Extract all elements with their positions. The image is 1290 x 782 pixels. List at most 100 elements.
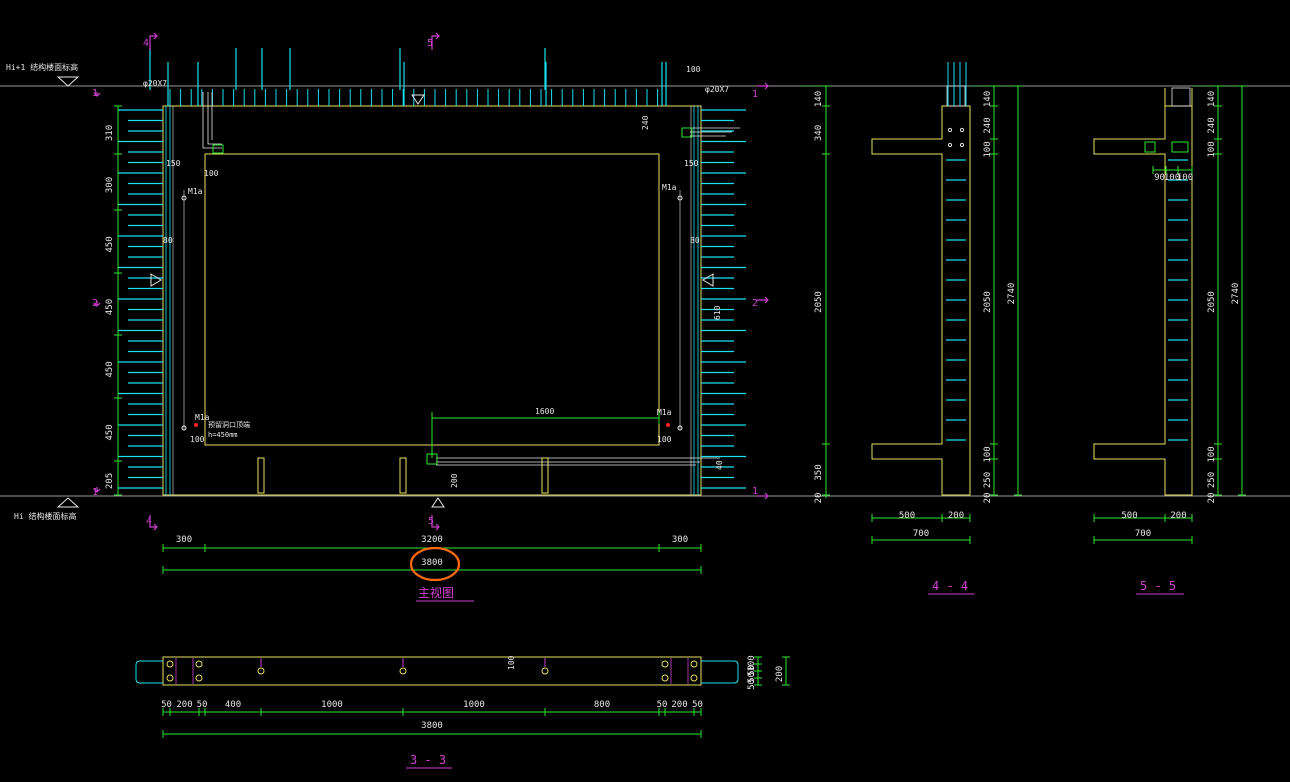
note-label: h=450mm	[208, 431, 238, 439]
dim-value: 400	[225, 700, 241, 710]
opening-outline	[204, 153, 660, 446]
m-label: M1a	[195, 413, 210, 422]
section-mark-d: 1	[92, 487, 98, 498]
level-bottom-label: Hi 结构楼面标高	[14, 511, 76, 521]
dim-value: 200	[1170, 511, 1186, 521]
section-4-4-rebar-ticks	[946, 159, 966, 441]
section-mark-d: 1	[752, 486, 758, 497]
level-lines: Hi+1 结构楼面标高 Hi 结构楼面标高	[0, 62, 1290, 521]
dim-value: 200	[775, 666, 785, 682]
bar-circle	[257, 667, 265, 675]
dim-1600: 1600	[535, 407, 554, 416]
dim-label: 40	[715, 460, 724, 470]
dim-value: 50	[747, 679, 757, 690]
dim-value: 20	[983, 493, 993, 504]
dim-value: 50	[197, 700, 208, 710]
dim-value: 500	[899, 511, 915, 521]
view-title-main: 主视图	[418, 585, 454, 600]
bar-label-left: φ20X7	[143, 79, 167, 88]
section-mark-b: 5	[428, 516, 434, 527]
dim-value: 200	[948, 511, 964, 521]
dim-value: 50	[747, 672, 757, 683]
red-marker	[194, 423, 198, 427]
dim-value: 2050	[1207, 291, 1217, 313]
section-3-3-bars	[166, 658, 698, 684]
bar-circle	[541, 667, 549, 675]
dim-value: 100	[1177, 173, 1193, 183]
section-mark-a: 4	[146, 516, 152, 527]
section-outline	[871, 105, 971, 496]
dim-value: 450	[105, 424, 115, 440]
dim-value: 300	[176, 535, 192, 545]
dim-value: 100	[983, 446, 993, 462]
highlight-circle[interactable]	[409, 546, 461, 582]
dim-label: 100	[657, 435, 672, 444]
red-marker	[666, 423, 670, 427]
dim-value: 2740	[1007, 283, 1017, 305]
triangle-mark	[411, 94, 425, 105]
main-view: φ20X7 φ20X7 100 240 150 150 100 M1a M1a …	[92, 32, 769, 602]
dim-value: 2740	[1231, 283, 1241, 305]
bar-label-right: φ20X7	[705, 85, 729, 94]
dim-value: 205	[105, 473, 115, 489]
corbel-box-left	[212, 144, 224, 154]
dim-value: 2050	[983, 291, 993, 313]
dim-label: 100	[204, 169, 219, 178]
m-label: M1a	[657, 408, 672, 417]
dim-value: 250	[983, 472, 993, 488]
dim-label: 200	[450, 473, 459, 488]
dim-value: 50	[657, 700, 668, 710]
dim-value: 250	[1207, 472, 1217, 488]
dim-value: 450	[105, 236, 115, 252]
m-label: M1a	[662, 183, 677, 192]
dim-label: 150	[166, 159, 181, 168]
lifting-anchors	[257, 457, 549, 494]
wall-outline	[162, 105, 702, 496]
dim-value: 140	[814, 91, 824, 107]
dim-value: 20	[1207, 493, 1217, 504]
dim-value: 350	[814, 464, 824, 480]
dim-label: 100	[507, 655, 516, 670]
dim-label: 150	[684, 159, 699, 168]
dim-value: 300	[105, 177, 115, 193]
bar-circle	[166, 674, 174, 682]
view-title-4-4: 4 - 4	[932, 579, 968, 593]
dim-value: 20	[814, 493, 824, 504]
dim-value: 100	[1164, 173, 1180, 183]
bar-circle	[690, 674, 698, 682]
view-title-5-5: 5 - 5	[1140, 579, 1176, 593]
dim-value: 2050	[814, 291, 824, 313]
dim-value: 450	[105, 361, 115, 377]
bar-circle	[195, 660, 203, 668]
bar-circle	[399, 667, 407, 675]
dim-value: 450	[105, 299, 115, 315]
dim-value: 500	[1121, 511, 1137, 521]
triangle-mark	[150, 273, 162, 287]
dim-label: 240	[641, 115, 650, 130]
dim-value: 50	[692, 700, 703, 710]
section-mark-b: 5	[427, 38, 433, 49]
dim-value: 140	[983, 91, 993, 107]
section-mark-d: 1	[752, 89, 758, 100]
left-rebar-group	[118, 109, 163, 489]
section-outline	[162, 656, 702, 686]
dim-value: 3800	[421, 721, 443, 731]
bar-circle	[661, 674, 669, 682]
corbel-box-right	[681, 127, 693, 138]
bar-circle	[195, 674, 203, 682]
dim-label: 80	[690, 236, 700, 245]
note-label: 预留洞口顶端	[208, 420, 250, 429]
dim-value: 240	[983, 117, 993, 133]
dim-value: 1000	[321, 700, 343, 710]
level-top-label: Hi+1 结构楼面标高	[6, 62, 78, 72]
triangle-mark	[431, 497, 445, 508]
dim-value: 140	[1207, 91, 1217, 107]
dim-value: 1000	[463, 700, 485, 710]
section-outline	[1093, 105, 1193, 496]
bottom-bar	[436, 457, 720, 466]
